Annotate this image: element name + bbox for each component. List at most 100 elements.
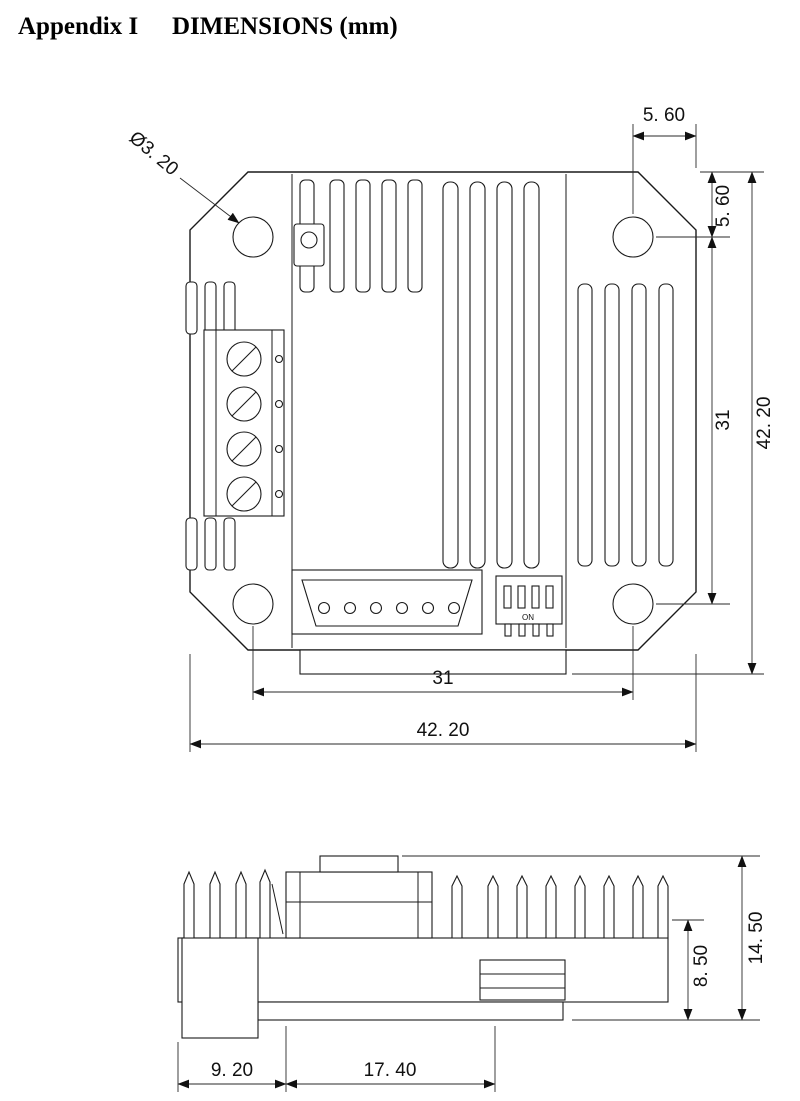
heatsink-pin (259, 868, 271, 939)
heatsink-fin (631, 283, 647, 567)
heatsink-pin (487, 874, 499, 939)
heatsink-fins-right (577, 283, 674, 567)
dip-switch-on-label: ON (522, 613, 534, 622)
component-hole (300, 231, 318, 249)
heatsink-fin (407, 179, 423, 293)
page-title-appendix: Appendix I (18, 13, 138, 40)
heatsink-fin (223, 517, 236, 571)
pcb-edge (257, 1001, 564, 1021)
dim-top-offset: 5. 60 (632, 105, 697, 214)
screw-slot (231, 481, 257, 507)
heatsink-fin (469, 181, 486, 569)
heatsink-pin (545, 874, 557, 939)
plate-outline (189, 171, 697, 651)
page-title-dimensions: DIMENSIONS (mm) (172, 13, 398, 40)
dim-bottom-hole-spacing-label: 31 (432, 668, 453, 689)
top-view: ON Ø3. 20 5. 60 5. 60 31 (125, 105, 775, 752)
bottom-edge-tab (299, 649, 567, 675)
housing-body (285, 871, 433, 939)
dim-hole-diameter: Ø3. 20 (125, 127, 182, 180)
terminal-pin (274, 489, 284, 499)
mounting-hole-top-left (232, 216, 274, 258)
terminal-block-profile (181, 937, 259, 1039)
dim-side-bottom-rows: 9. 20 17. 40 (177, 1026, 496, 1092)
dim-body-height-label: 8. 50 (691, 945, 712, 987)
connector-profile (479, 959, 566, 1001)
heatsink-fin (355, 179, 371, 293)
terminal-pin (274, 399, 284, 409)
mounting-hole-bottom-right (612, 583, 654, 625)
terminal-pin (274, 444, 284, 454)
leader-line (179, 177, 240, 224)
dim-terminal-offset-label: 9. 20 (211, 1060, 253, 1081)
dim-side-overall-height: 14. 50 (402, 855, 767, 1021)
screw-slot (231, 436, 257, 462)
dim-bottom-rows: 31 42. 20 (189, 626, 697, 752)
heatsink-fin (204, 281, 217, 335)
heatsink-pin (451, 874, 463, 939)
lead-line (271, 883, 284, 935)
heatsink-fin (442, 181, 459, 569)
heatsink-fin (185, 517, 198, 571)
dim-hole-diameter-callout: Ø3. 20 (125, 127, 240, 224)
dip-switch-pin (546, 623, 554, 637)
dim-right-overall-label: 42. 20 (754, 397, 775, 450)
heatsink-fin (381, 179, 397, 293)
dip-switch-pin (532, 623, 540, 637)
heatsink-fin (329, 179, 345, 293)
side-view: 14. 50 8. 50 9. 20 17. 40 (177, 855, 767, 1092)
dip-switch-pin (504, 623, 512, 637)
heatsink-fin (577, 283, 593, 567)
dip-switch-lever (517, 585, 526, 609)
heatsink-fin (223, 281, 236, 335)
heatsink-fin (658, 283, 674, 567)
mounting-hole-bottom-left (232, 583, 274, 625)
heatsink-pin (603, 874, 615, 939)
dip-switch-lever (531, 585, 540, 609)
dip-switch-pin (518, 623, 526, 637)
heatsink-pin (209, 870, 221, 939)
dip-switch: ON (495, 575, 563, 637)
heatsink-fins-center (442, 181, 540, 569)
heatsink-pin (516, 874, 528, 939)
heatsink-pins-side (183, 868, 669, 939)
connector-pin (317, 601, 331, 615)
heatsink-fins-left (185, 281, 236, 571)
heatsink-fin (204, 517, 217, 571)
dim-bottom-overall-label: 42. 20 (417, 720, 470, 741)
dim-right-offset-label: 5. 60 (713, 185, 734, 227)
heatsink-fin (523, 181, 540, 569)
heatsink-fin (604, 283, 620, 567)
dim-right-column: 5. 60 31 42. 20 (572, 171, 775, 675)
heatsink-pin (183, 870, 195, 939)
mounting-hole-top-right (612, 216, 654, 258)
connector-pin (421, 601, 435, 615)
dip-switch-lever (503, 585, 512, 609)
heatsink-pin (657, 874, 669, 939)
connector-pin (447, 601, 461, 615)
connector-pin (369, 601, 383, 615)
heatsink-base (177, 937, 669, 1003)
connector-pin (395, 601, 409, 615)
screw-slot (231, 346, 257, 372)
dim-right-hole-spacing-label: 31 (713, 409, 734, 430)
heatsink-fins-top (293, 179, 423, 293)
connector-shroud (301, 579, 473, 627)
center-housing (285, 855, 433, 939)
dim-side-body-height: 8. 50 (672, 919, 712, 1021)
screw-slot (231, 391, 257, 417)
terminal-pin (274, 354, 284, 364)
dip-switch-lever (545, 585, 554, 609)
heatsink-pin (632, 874, 644, 939)
terminal-block (203, 329, 285, 517)
motor-connector (291, 569, 483, 635)
heatsink-fin (185, 281, 198, 335)
heatsink-pin (235, 870, 247, 939)
heatsink-pin (574, 874, 586, 939)
housing-top-tab (319, 855, 399, 873)
connector-pin (343, 601, 357, 615)
dim-connector-width-label: 17. 40 (364, 1060, 417, 1081)
heatsink-fin (496, 181, 513, 569)
